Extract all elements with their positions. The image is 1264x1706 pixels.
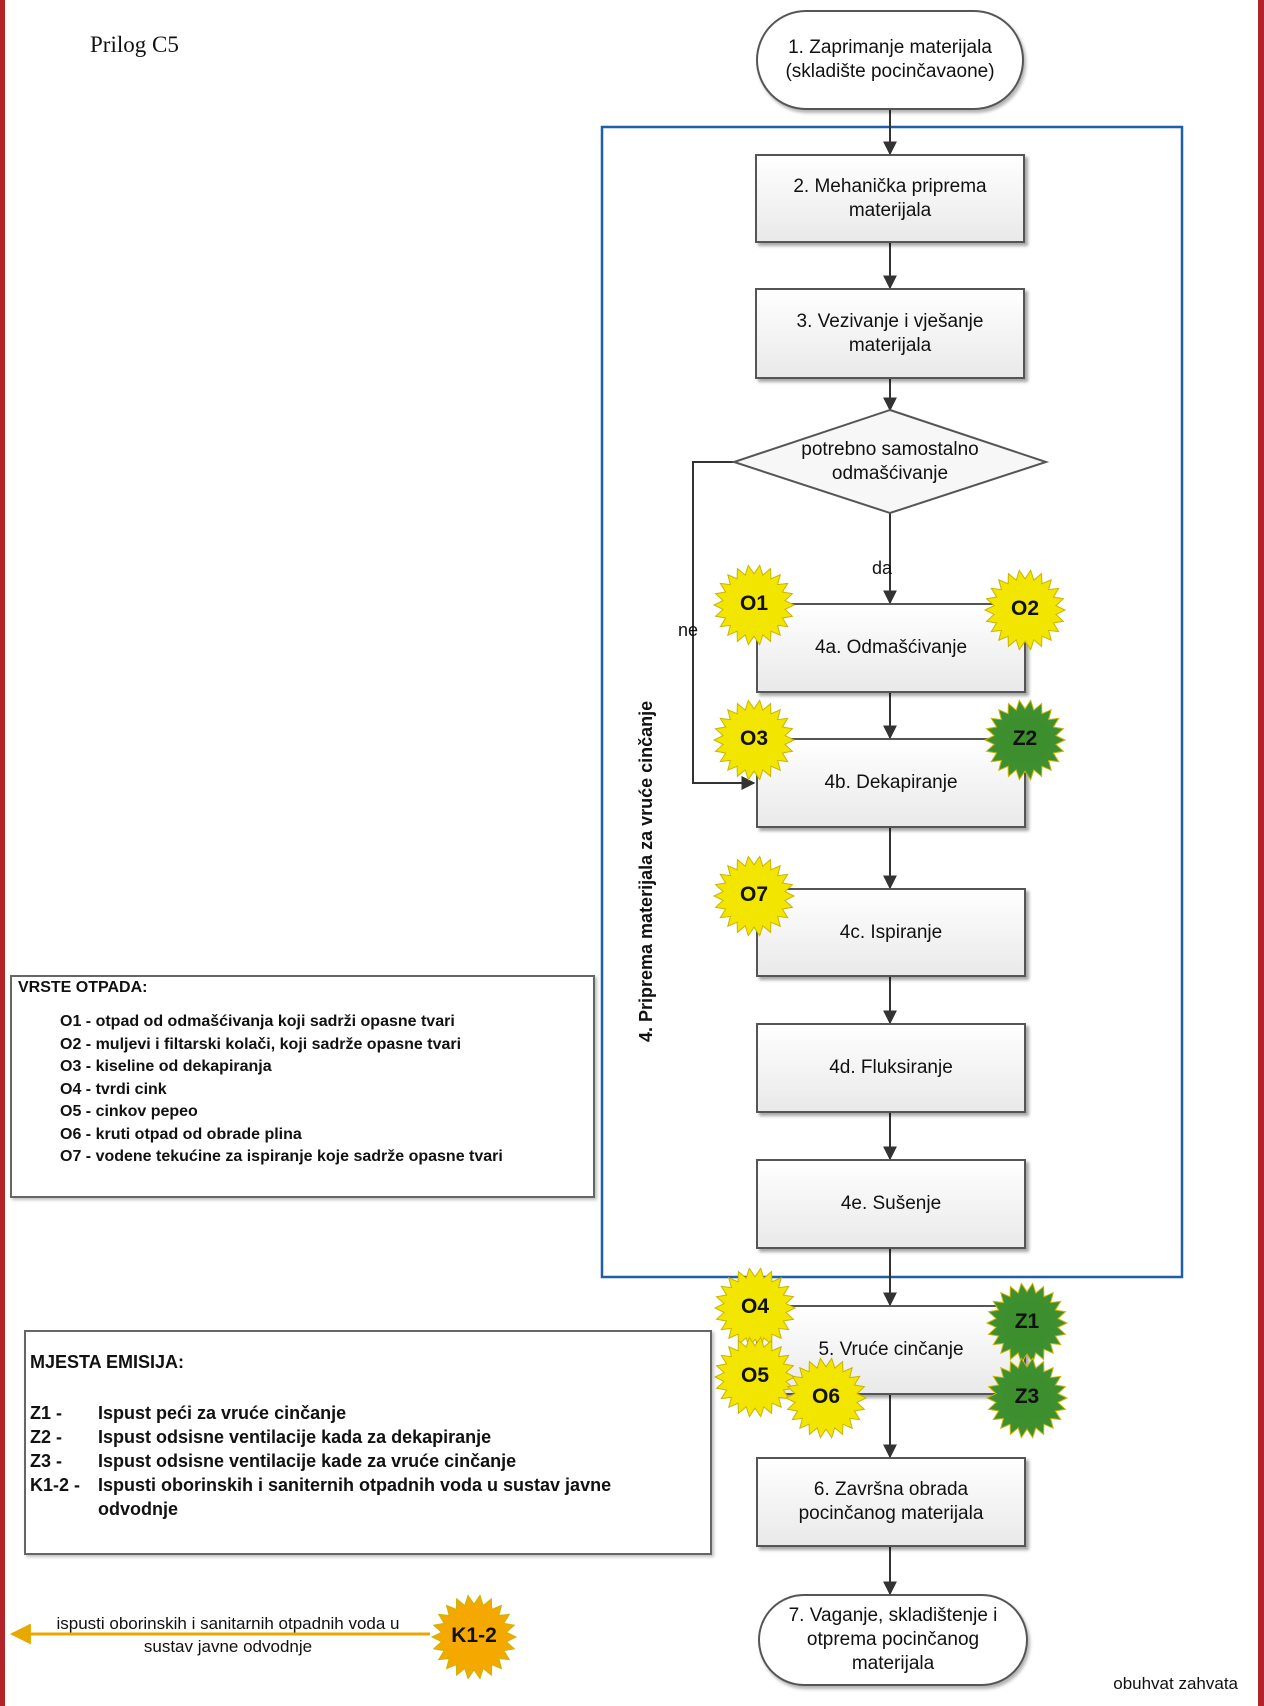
badge-o7-core — [729, 871, 779, 921]
waste-item: O2 - muljevi i filtarski kolači, koji sa… — [60, 1035, 462, 1053]
node-fluxing[interactable]: 4d. Fluksiranje — [756, 1023, 1026, 1113]
emission-code: Z2 - — [30, 1427, 63, 1447]
page-border-right — [1258, 0, 1264, 1706]
badge-o3-core — [729, 715, 779, 765]
emission-text: Ispust odsisne ventilacije kade za vruće… — [98, 1451, 517, 1471]
badge-o1-core — [729, 580, 779, 630]
arrow-no-bypass — [692, 461, 756, 790]
badge-o1-label: O1 — [739, 592, 768, 615]
badge-z3-core — [1002, 1373, 1052, 1423]
node-degreasing[interactable]: 4a. Odmašćivanje — [756, 603, 1026, 693]
decision-no-label: ne — [678, 620, 699, 640]
emission-item: Z2 - Ispust odsisne ventilacije kada za d… — [30, 1425, 704, 1449]
emission-text: Ispusti oborinskih i saniternih otpadnih… — [98, 1475, 612, 1519]
badge-o6-label: O6 — [811, 1385, 840, 1408]
emission-code: Z1 - — [30, 1403, 63, 1423]
discharge-label: ispusti oborinskih i sanitarnih otpadnih… — [56, 1614, 400, 1656]
waste-legend-title: VRSTE OTPADA: — [18, 979, 148, 996]
node-weighing-storage[interactable]: 7. Vaganje, skladištenje i otprema pocin… — [758, 1594, 1028, 1686]
node-drying[interactable]: 4e. Sušenje — [756, 1159, 1026, 1249]
emission-item: Z1 - Ispust peći za vruće cinčanje — [30, 1401, 704, 1425]
node-binding-hanging[interactable]: 3. Vezivanje i vješanje materijala — [755, 288, 1025, 379]
badge-o2-label: O2 — [1010, 597, 1039, 620]
waste-item: O7 - vodene tekućine za ispiranje koje s… — [60, 1148, 503, 1165]
waste-item: O1 - otpad od odmašćivanja koji sadrži o… — [60, 1013, 455, 1030]
emission-legend: MJESTA EMISIJA: Z1 - Ispust peći za vruće… — [24, 1330, 712, 1555]
node-hot-galvanizing[interactable]: 5. Vruće cinčanje — [756, 1305, 1026, 1395]
badge-o5-core — [730, 1352, 780, 1402]
node-final-treatment[interactable]: 6. Završna obrada pocinčanog materijala — [756, 1457, 1026, 1547]
badge-k12-label: K1-2 — [451, 1624, 497, 1647]
node-receiving[interactable]: 1. Zaprimanje materijala (skladište poci… — [756, 10, 1024, 110]
node-pickling[interactable]: 4b. Dekapiranje — [756, 738, 1026, 828]
emission-text: Ispust peći za vruće cinčanje — [98, 1403, 347, 1423]
emission-legend-title: MJESTA EMISIJA: — [30, 1352, 185, 1372]
badge-z1-label: Z1 — [1014, 1310, 1040, 1333]
scope-note: obuhvat zahvata — [1113, 1674, 1238, 1693]
badge-o4-core — [730, 1283, 780, 1333]
emission-code: K1-2 - — [30, 1475, 81, 1495]
decision-label: potrebno samostalno odmašćivanje — [801, 439, 979, 484]
waste-item: O3 - kiseline od dekapiranja — [60, 1058, 272, 1075]
decision-diamond — [730, 408, 1050, 515]
badge-o7-label: O7 — [739, 883, 768, 906]
waste-item: O6 - kruti otpad od obrade plina — [60, 1125, 302, 1143]
node-mechanical-prep[interactable]: 2. Mehanička priprema materijala — [755, 154, 1025, 243]
emission-item: K1-2 - Ispusti oborinskih i saniternih ot… — [30, 1473, 704, 1521]
badge-z1-core — [1002, 1298, 1052, 1348]
waste-legend: VRSTE OTPADA: O1 - otpad od odmašćivanja… — [10, 975, 595, 1198]
node-rinsing[interactable]: 4c. Ispiranje — [756, 888, 1026, 977]
badge-o6-core — [801, 1373, 851, 1423]
emission-code: Z3 - — [30, 1451, 63, 1471]
waste-item: O5 - cinkov pepeo — [60, 1103, 198, 1120]
badge-z2-label: Z2 — [1012, 727, 1038, 750]
badge-z2-core — [1000, 715, 1050, 765]
page-border-left — [0, 0, 5, 1706]
page-title: Prilog C5 — [90, 32, 179, 57]
group-frame — [600, 125, 1184, 1279]
badge-o2-core — [1000, 585, 1050, 635]
emission-text: Ispust odsisne ventilacije kada za dekap… — [98, 1427, 492, 1447]
badge-o4-label: O4 — [740, 1295, 769, 1318]
badge-z3-label: Z3 — [1014, 1385, 1040, 1408]
badge-k12-core — [447, 1610, 501, 1664]
badge-o5-label: O5 — [740, 1364, 769, 1387]
waste-item: O4 - tvrdi cink — [60, 1080, 167, 1098]
badge-o3-label: O3 — [739, 727, 768, 750]
decision-yes-label: da — [872, 558, 893, 578]
emission-item: Z3 - Ispust odsisne ventilacije kade za v… — [30, 1449, 704, 1473]
